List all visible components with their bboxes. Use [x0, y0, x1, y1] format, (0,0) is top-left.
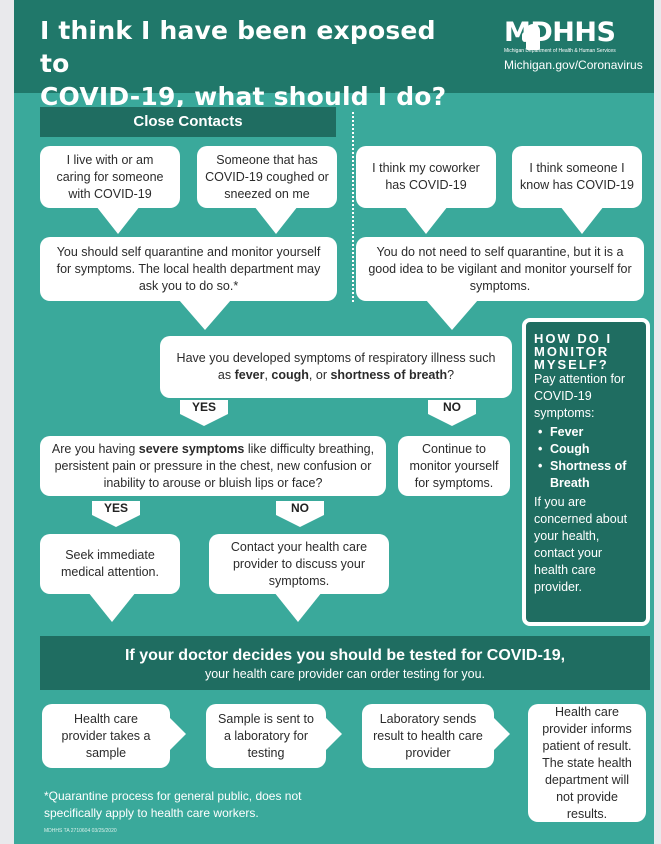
- list-item: Cough: [534, 441, 638, 458]
- mdhhs-logo: MDHHS Michigan Department of Health & Hu…: [504, 17, 644, 73]
- step-box: Laboratory sends result to health care p…: [362, 704, 494, 768]
- list-item: Fever: [534, 424, 638, 441]
- logo-text: MDHHS: [504, 17, 616, 48]
- symptoms-sep: ,: [264, 368, 272, 382]
- other-contact-result: You do not need to self quarantine, but …: [356, 237, 644, 301]
- symptoms-pre: Have you developed symptoms of respirato…: [176, 351, 496, 382]
- arrow-down-icon: [96, 206, 140, 234]
- michigan-thumb-icon: [522, 32, 528, 42]
- title-line-2: COVID-19, what should I do?: [40, 82, 447, 111]
- severe-bold: severe symptoms: [138, 441, 245, 456]
- severe-post: like difficulty breathing, persistent pa…: [54, 441, 375, 490]
- document-code: MDHHS TA 2710604 03/25/2020: [44, 828, 117, 834]
- step-box: Health care provider takes a sample: [42, 704, 170, 768]
- no-label: NO: [276, 501, 324, 515]
- other-contact-box-2: I think someone I know has COVID-19: [512, 146, 642, 208]
- monitor-panel: HOW DO I MONITOR MYSELF? Pay attention f…: [522, 318, 650, 626]
- arrow-right-icon: [326, 718, 342, 750]
- step-box: Health care provider informs patient of …: [528, 704, 646, 822]
- seek-attention-box: Seek immediate medical attention.: [40, 534, 180, 594]
- testing-subheading: your health care provider can order test…: [204, 667, 485, 681]
- other-contact-box-1: I think my coworker has COVID-19: [356, 146, 496, 208]
- monitor-symptom-list: Fever Cough Shortness of Breath: [534, 424, 638, 492]
- symptom-shortness-of-breath: shortness of breath: [330, 368, 448, 382]
- list-item: Shortness of Breath: [534, 458, 638, 492]
- severe-question-text: Are you having severe symptoms like diff…: [48, 441, 378, 492]
- testing-banner: If your doctor decides you should be tes…: [40, 636, 650, 690]
- contact-provider-box: Contact your health care provider to dis…: [209, 534, 389, 594]
- arrow-down-icon: [404, 206, 448, 234]
- yes-label: YES: [92, 501, 140, 515]
- severe-symptoms-question: Are you having severe symptoms like diff…: [40, 436, 386, 496]
- close-contact-box-1: I live with or am caring for someone wit…: [40, 146, 180, 208]
- symptoms-question-text: Have you developed symptoms of respirato…: [174, 350, 498, 384]
- symptom-fever: fever: [234, 368, 265, 382]
- header: I think I have been exposed to COVID-19,…: [14, 0, 654, 111]
- arrow-right-icon: [494, 718, 510, 750]
- arrow-down-icon: [254, 206, 298, 234]
- no-label: NO: [428, 400, 476, 414]
- close-contacts-heading: Close Contacts: [40, 107, 336, 137]
- yes-label: YES: [180, 400, 228, 414]
- continue-monitor-box: Continue to monitor yourself for symptom…: [398, 436, 510, 496]
- close-contact-result: You should self quarantine and monitor y…: [40, 237, 337, 301]
- monitor-panel-intro: Pay attention for COVID-19 symptoms:: [534, 372, 626, 420]
- arrow-down-icon: [88, 592, 136, 622]
- symptoms-question: Have you developed symptoms of respirato…: [160, 336, 512, 398]
- symptoms-sep: , or: [308, 368, 331, 382]
- footnote: *Quarantine process for general public, …: [44, 789, 302, 820]
- close-contact-box-2: Someone that has COVID-19 coughed or sne…: [197, 146, 337, 208]
- arrow-down-icon: [426, 300, 478, 330]
- divider: [352, 112, 354, 302]
- arrow-down-icon: [179, 300, 231, 330]
- symptom-cough: cough: [271, 368, 309, 382]
- michigan-icon: [526, 24, 540, 50]
- arrow-down-icon: [560, 206, 604, 234]
- testing-heading: If your doctor decides you should be tes…: [124, 647, 566, 664]
- poster: I think I have been exposed to COVID-19,…: [14, 0, 654, 844]
- page-title: I think I have been exposed to COVID-19,…: [40, 14, 470, 113]
- monitor-panel-title: HOW DO I MONITOR MYSELF?: [534, 331, 613, 372]
- severe-pre: Are you having: [51, 441, 139, 456]
- monitor-panel-outro: If you are concerned about your health, …: [534, 495, 628, 594]
- title-line-1: I think I have been exposed to: [40, 16, 436, 78]
- logo-subtitle: Michigan Department of Health & Human Se…: [504, 48, 616, 54]
- arrow-down-icon: [274, 592, 322, 622]
- step-box: Sample is sent to a laboratory for testi…: [206, 704, 326, 768]
- symptoms-post: ?: [447, 368, 455, 382]
- arrow-right-icon: [170, 718, 186, 750]
- logo-url: Michigan.gov/Coronavirus: [504, 58, 643, 72]
